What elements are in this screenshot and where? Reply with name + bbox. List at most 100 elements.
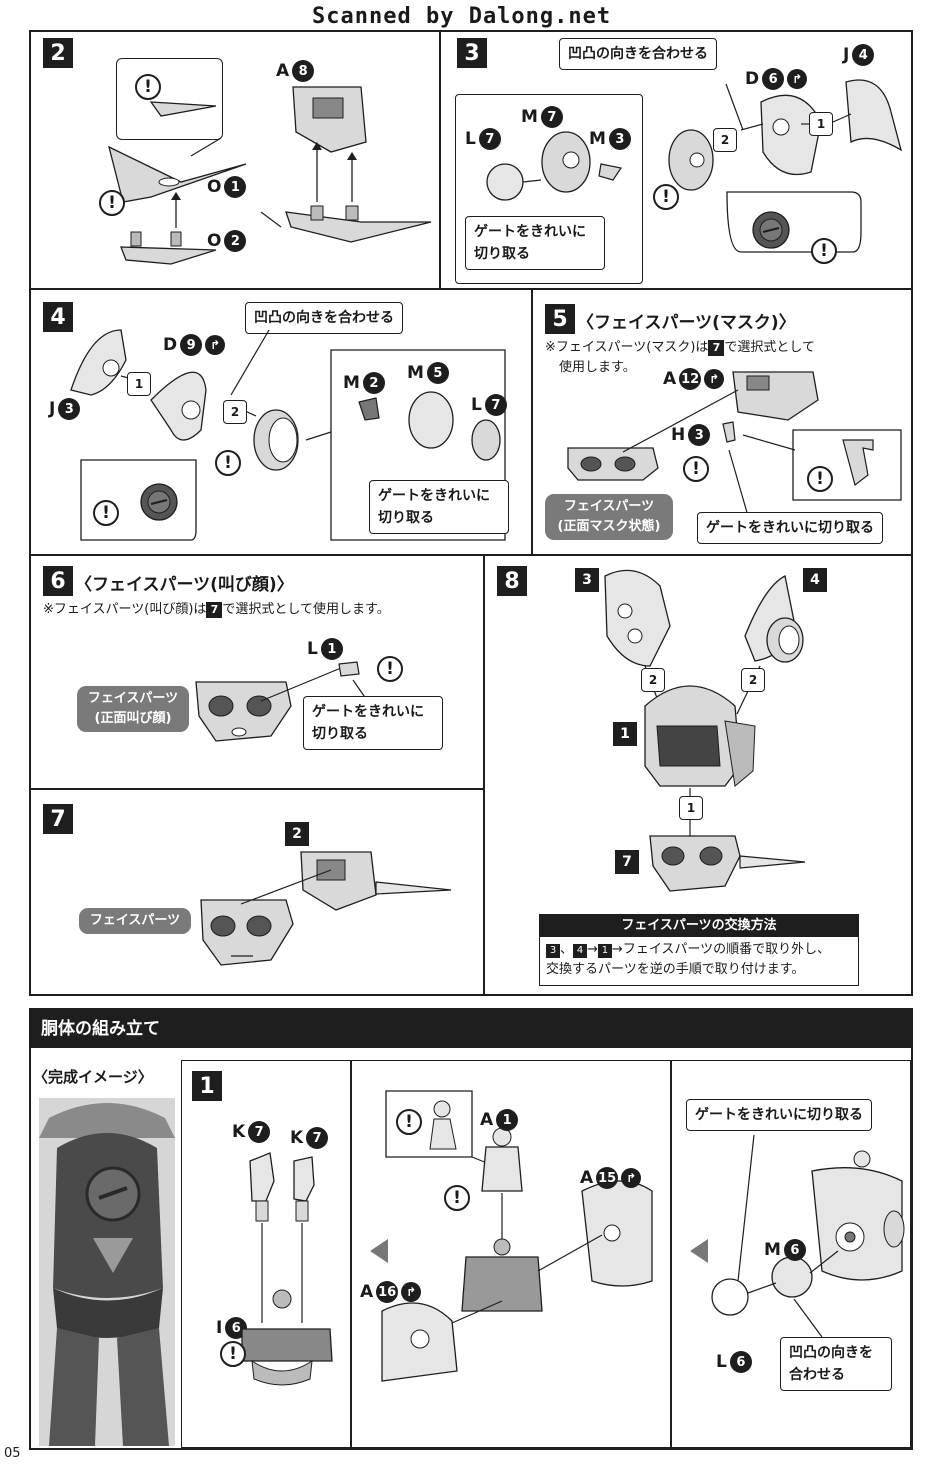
torso-step-1-drawing: [241, 1090, 905, 1386]
step-6-drawing: [195, 661, 372, 742]
warning-icon: !: [653, 184, 679, 210]
step-number: 4: [43, 302, 73, 332]
order-marker: 2: [223, 400, 247, 424]
warning-icon: !: [807, 466, 833, 492]
finished-image-caption: 〈完成イメージ〉: [33, 1068, 153, 1086]
step-number: 7: [43, 804, 73, 834]
ref-step-2: 2: [285, 822, 309, 846]
divider: [350, 1061, 352, 1447]
ref-step-1-mini: 1: [597, 944, 612, 958]
exchange-method-title: フェイスパーツの交換方法: [540, 915, 858, 937]
ref-step-1: 1: [613, 722, 637, 746]
step-4-drawing: [70, 329, 506, 541]
ref-step-3-mini: 3: [546, 944, 560, 958]
step-title: 〈フェイスパーツ(マスク)〉: [577, 313, 796, 333]
step-number: 1: [192, 1071, 222, 1101]
gate-note: ゲートをきれいに 切り取る: [303, 696, 443, 750]
step-number: 6: [43, 566, 73, 596]
step-3-drawing: [486, 79, 903, 253]
step-number: 2: [43, 38, 73, 68]
order-marker: 1: [809, 112, 833, 136]
warning-icon: !: [396, 1109, 422, 1135]
step-8-drawing: [604, 569, 806, 892]
warning-icon: !: [93, 500, 119, 526]
order-marker: 2: [713, 128, 737, 152]
exchange-method-line1: 3、4→1→フェイスパーツの順番で取り外し、: [540, 937, 858, 960]
step-number: 5: [545, 304, 575, 334]
warning-icon: !: [135, 74, 161, 100]
scan-credit: Scanned by Dalong.net: [312, 4, 612, 29]
face-parts-label: フェイスパーツ (正面叫び顔): [77, 686, 189, 732]
step-5-drawing: [567, 371, 902, 517]
gate-note: ゲートをきれいに 切り取る: [465, 216, 605, 270]
detail-callout: [116, 58, 223, 140]
page-number: 05: [4, 1446, 21, 1461]
step-8-panel: 8 3 4 1 7 2 2 1 フェイスパーツの交換方法 3、4→1→フェイスパ…: [483, 554, 913, 996]
step-7-drawing: [200, 851, 452, 966]
order-marker: 1: [679, 796, 703, 820]
warning-icon: !: [215, 450, 241, 476]
warning-icon: !: [683, 456, 709, 482]
warning-icon: !: [444, 1185, 470, 1211]
section-header: 胴体の組み立て: [31, 1010, 911, 1048]
warning-icon: !: [811, 238, 837, 264]
ref-step-3: 3: [575, 568, 599, 592]
align-note: 凹凸の向きを 合わせる: [780, 1337, 892, 1391]
exchange-method-box: フェイスパーツの交換方法 3、4→1→フェイスパーツの順番で取り外し、 交換する…: [539, 914, 859, 986]
order-marker: 1: [127, 372, 151, 396]
step-title: 〈フェイスパーツ(叫び顔)〉: [75, 575, 294, 595]
face-parts-label: フェイスパーツ: [79, 908, 191, 934]
warning-icon: !: [99, 190, 125, 216]
ref-step-7: 7: [615, 850, 639, 874]
gate-note: ゲートをきれいに切り取る: [686, 1099, 872, 1131]
step-7-panel: 7 2 フェイスパーツ: [29, 788, 485, 996]
step-number: 8: [497, 566, 527, 596]
subassembly-box: [455, 94, 643, 284]
gate-note: ゲートをきれいに 切り取る: [369, 480, 509, 534]
order-marker: 2: [641, 668, 665, 692]
gate-note: ゲートをきれいに切り取る: [697, 512, 883, 544]
finished-image: [39, 1098, 175, 1446]
warning-icon: !: [377, 656, 403, 682]
exchange-method-line2: 交換するパーツを逆の手順で取り付けます。: [546, 962, 805, 977]
step-2-drawing: [108, 86, 432, 265]
align-note: 凹凸の向きを合わせる: [245, 302, 403, 334]
divider: [670, 1061, 672, 1447]
order-marker: 2: [741, 668, 765, 692]
face-parts-label: フェイスパーツ (正面マスク状態): [545, 494, 673, 540]
align-note: 凹凸の向きを合わせる: [559, 38, 717, 70]
step-note-line2: 使用します。: [559, 360, 636, 375]
step-number: 3: [457, 38, 487, 68]
